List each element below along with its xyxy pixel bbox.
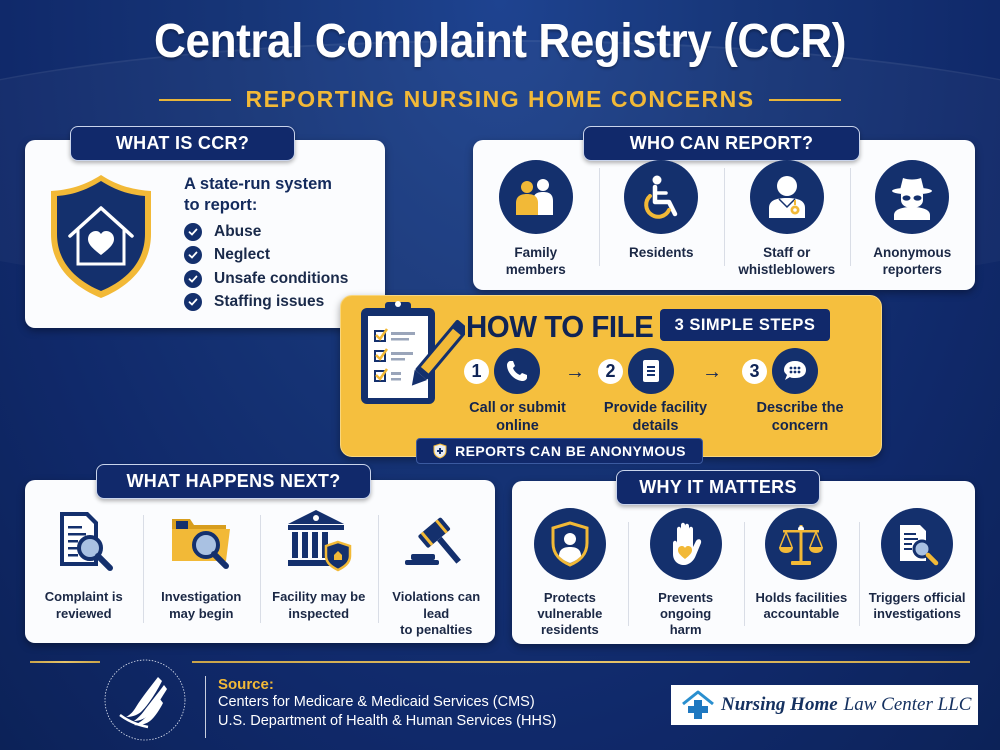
anonymous-note: REPORTS CAN BE ANONYMOUS xyxy=(416,438,703,464)
step-1: 1 xyxy=(464,348,540,394)
anonymous-spy-icon xyxy=(875,160,950,234)
wheelchair-icon xyxy=(624,160,699,234)
document-search-icon xyxy=(881,508,954,580)
list-item: Staffing issues xyxy=(184,291,348,315)
footer-divider-right xyxy=(192,661,970,663)
step-number: 2 xyxy=(598,358,623,384)
list-item: Neglect xyxy=(184,244,348,268)
staff-icon xyxy=(749,160,824,234)
source-hhs: U.S. Department of Health & Human Servic… xyxy=(218,713,557,729)
document-search-icon xyxy=(49,505,119,575)
check-circle-icon xyxy=(184,246,202,265)
list-item-label: Neglect xyxy=(214,246,270,264)
intro-line-2: to report: xyxy=(184,196,258,214)
nursing-home-law-center-logo[interactable]: Nursing Home Law Center LLC xyxy=(671,685,978,725)
step-number: 1 xyxy=(464,358,489,384)
divider-left xyxy=(159,98,232,101)
list-item: Unsafe conditions xyxy=(184,267,348,291)
what-is-ccr-heading: WHAT IS CCR? xyxy=(70,126,295,161)
list-item-label: Abuse xyxy=(214,222,262,240)
family-icon xyxy=(498,160,573,234)
reporter-residents: Residents xyxy=(598,160,725,278)
check-circle-icon xyxy=(184,222,202,241)
divider-right xyxy=(768,98,841,101)
intro-line-1: A state-run system xyxy=(184,175,332,193)
what-is-ccr-intro: A state-run system to report: xyxy=(184,174,332,216)
brand-name-light: Law Center LLC xyxy=(843,694,972,715)
brand-name-bold: Nursing Home xyxy=(721,694,838,715)
hhs-seal-logo xyxy=(104,659,186,741)
gavel-icon xyxy=(401,505,471,575)
steps-badge: 3 SIMPLE STEPS xyxy=(660,309,830,341)
how-to-file-heading: HOW TO FILE xyxy=(466,309,654,344)
shield-person-icon xyxy=(533,508,606,580)
page-title: Central Complaint Registry (CCR) xyxy=(154,15,846,68)
arrow-icon: → xyxy=(702,361,722,383)
step-2: 2 xyxy=(598,348,674,394)
shield-house-heart-icon xyxy=(51,175,151,298)
scales-icon xyxy=(765,508,838,580)
page-subtitle: REPORTING NURSING HOME CONCERNS xyxy=(245,86,755,112)
shield-plus-icon xyxy=(433,443,447,459)
subtitle-row: REPORTING NURSING HOME CONCERNS xyxy=(0,86,1000,113)
step-3: 3 xyxy=(742,348,818,394)
report-types-list: Abuse Neglect Unsafe conditions Staffing… xyxy=(184,220,348,314)
building-shield-icon xyxy=(284,505,354,575)
source-separator xyxy=(205,676,206,738)
hand-heart-icon xyxy=(649,508,722,580)
anonymous-note-text: REPORTS CAN BE ANONYMOUS xyxy=(455,443,686,459)
chat-bubble-icon xyxy=(772,348,818,394)
arrow-icon: → xyxy=(565,361,585,383)
folder-search-icon xyxy=(166,505,236,575)
list-item: Abuse xyxy=(184,220,348,244)
phone-icon xyxy=(494,348,540,394)
source-label: Source: xyxy=(218,676,274,693)
step-number: 3 xyxy=(742,358,767,384)
source-cms: Centers for Medicare & Medicaid Services… xyxy=(218,694,535,710)
source-block: Source: Centers for Medicare & Medicaid … xyxy=(218,676,556,731)
background-arc xyxy=(0,40,1000,300)
list-item-label: Staffing issues xyxy=(214,293,325,311)
list-item-label: Unsafe conditions xyxy=(214,269,349,287)
clipboard-pencil-icon xyxy=(361,301,465,404)
why-it-matters-heading: WHY IT MATTERS xyxy=(616,470,820,505)
what-happens-next-heading: WHAT HAPPENS NEXT? xyxy=(96,464,371,499)
house-cross-icon xyxy=(682,690,714,719)
check-circle-icon xyxy=(184,269,202,288)
reporter-label: Residents xyxy=(628,245,694,260)
who-can-report-heading: WHO CAN REPORT? xyxy=(583,126,860,161)
check-circle-icon xyxy=(184,293,202,312)
footer-divider-left xyxy=(30,661,100,663)
document-icon xyxy=(628,348,674,394)
